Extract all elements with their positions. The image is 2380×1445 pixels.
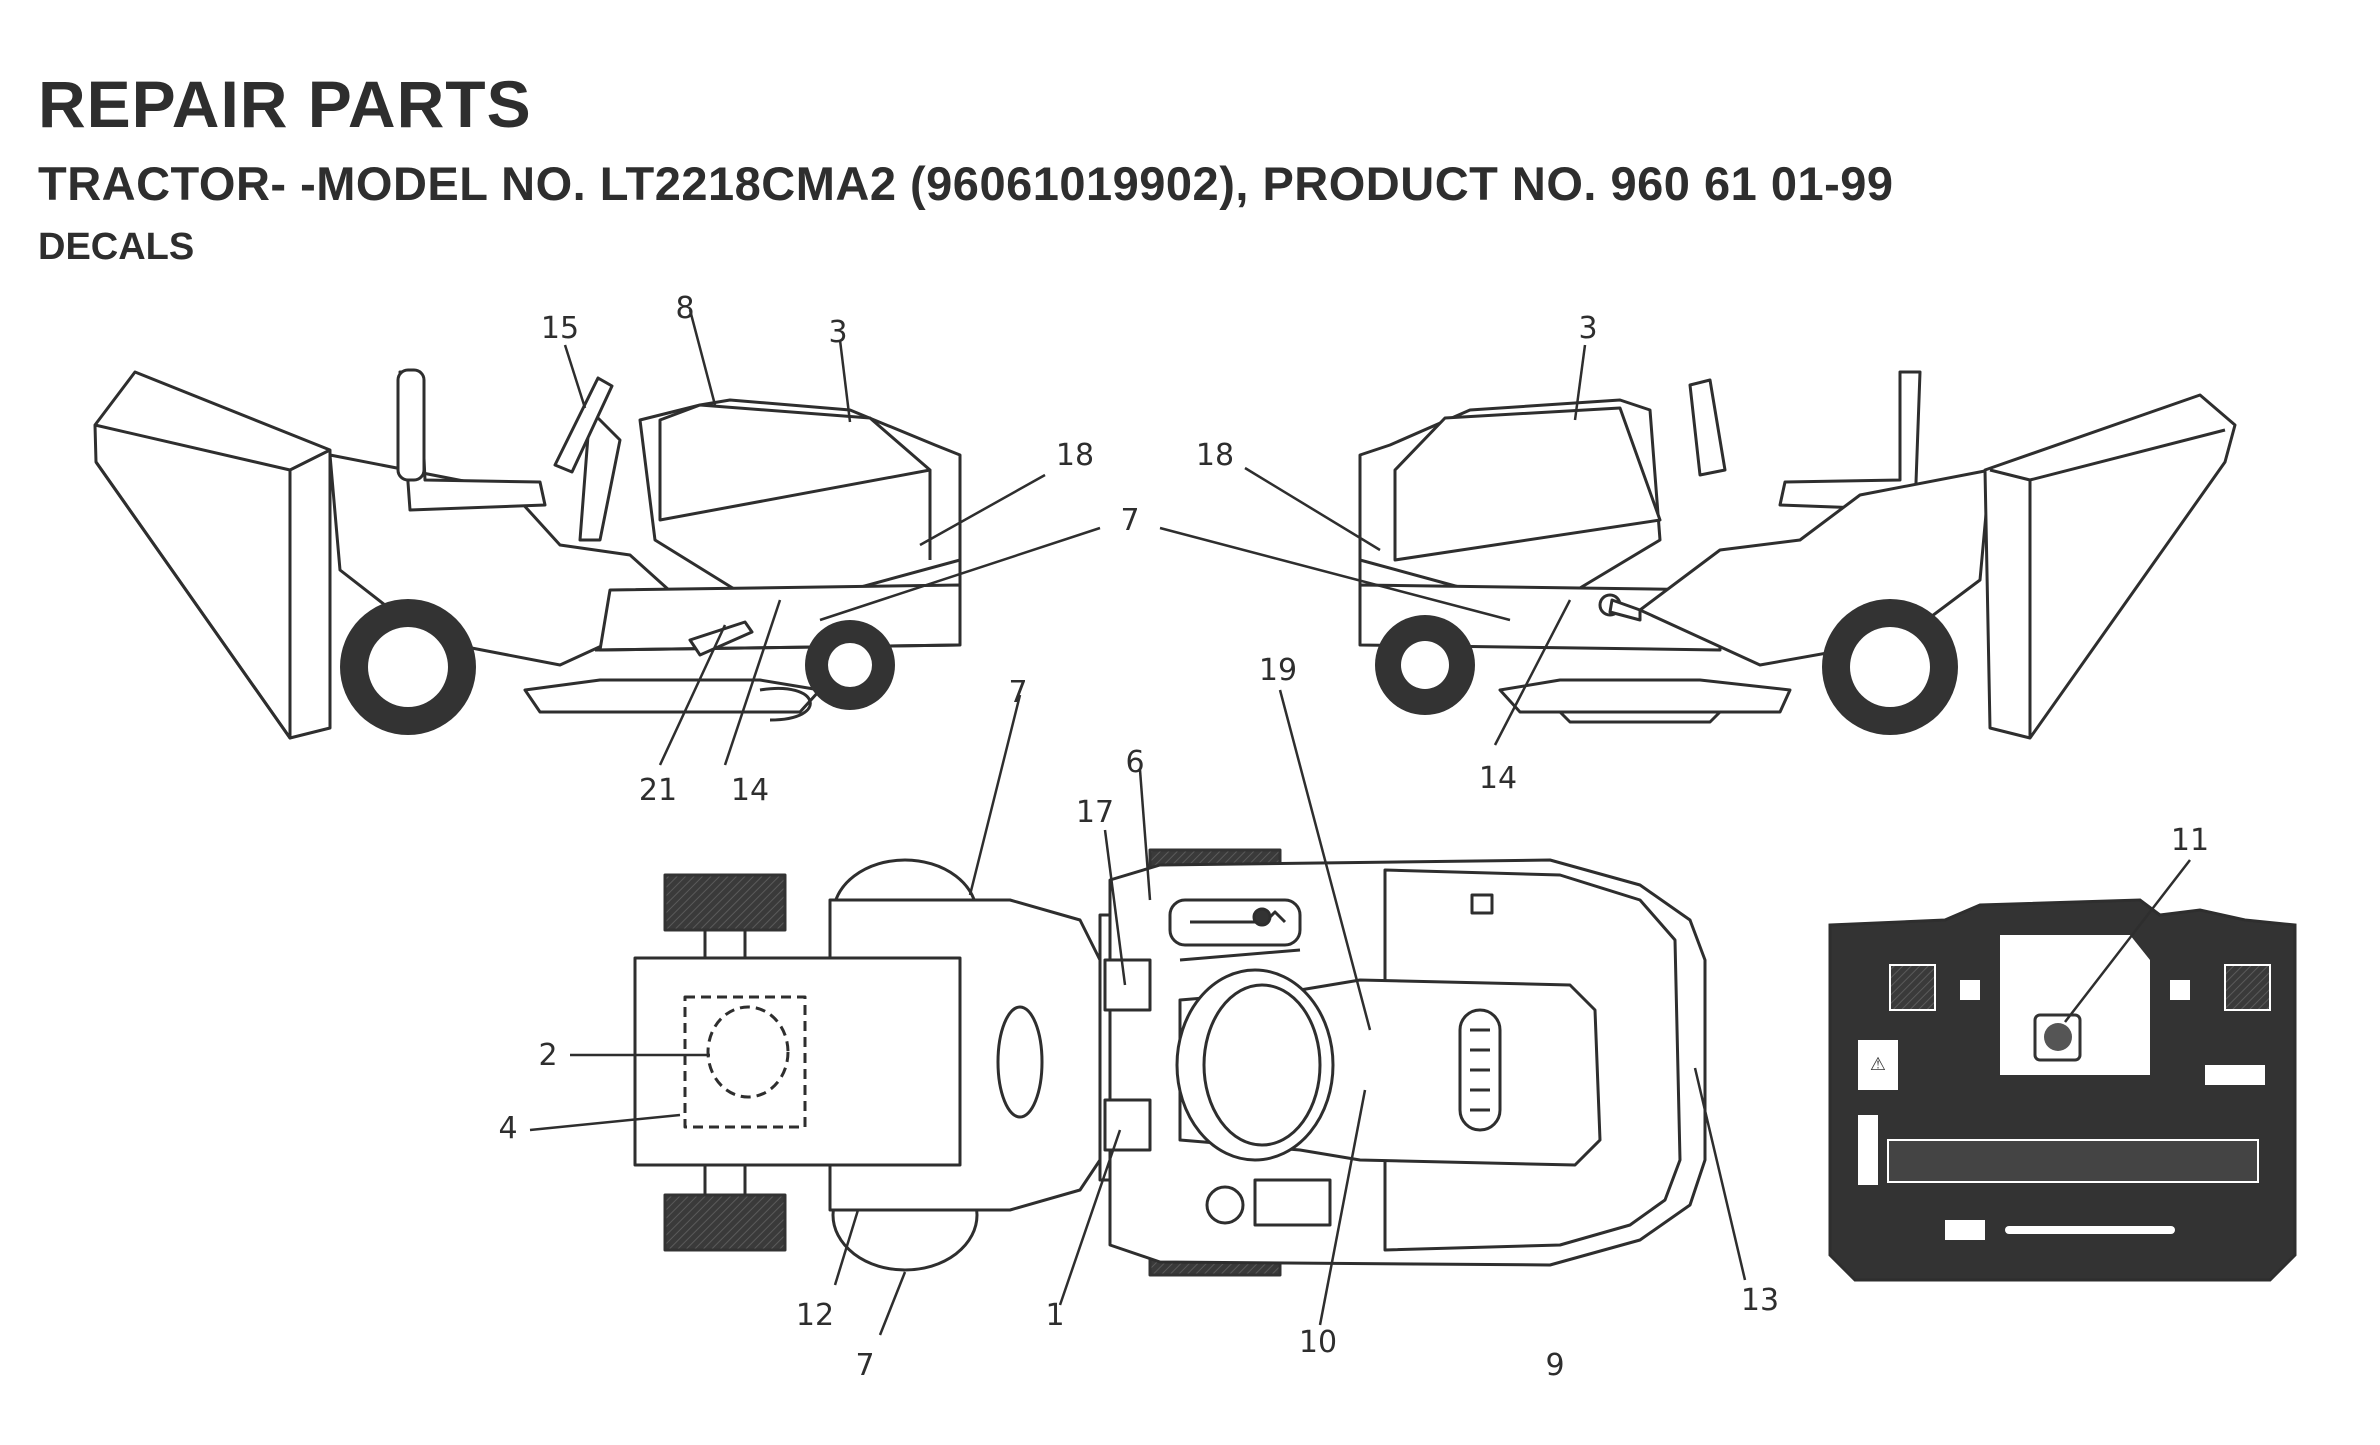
callout-7: 7 (855, 1348, 874, 1383)
callout-6: 6 (1125, 745, 1144, 780)
callout-14: 14 (1479, 761, 1517, 796)
callout-7: 7 (1120, 503, 1139, 538)
callout-17: 17 (1076, 795, 1114, 830)
callout-11: 11 (2171, 823, 2209, 858)
callout-21: 21 (639, 773, 677, 808)
left-view-callouts: 15 8 3 18 7 21 14 (541, 291, 1140, 808)
callout-10: 10 (1299, 1325, 1337, 1360)
callout-1: 1 (1045, 1298, 1064, 1333)
right-view-callouts: 3 18 14 (1196, 311, 1598, 796)
callout-18: 18 (1056, 438, 1094, 473)
callout-4: 4 (498, 1111, 517, 1146)
dash-panel-view: ⚠ (1828, 898, 2297, 1282)
callout-3: 3 (1578, 311, 1597, 346)
leader-lines (529, 309, 2191, 1336)
callout-18: 18 (1196, 438, 1234, 473)
right-view-tires (1375, 599, 1958, 735)
callout-19: 19 (1259, 653, 1297, 688)
tractor-left-side-view (93, 368, 962, 740)
model-subtitle: TRACTOR- -MODEL NO. LT2218CMA2 (96061019… (38, 157, 1894, 210)
tractor-top-view (633, 848, 1707, 1277)
callout-14: 14 (731, 773, 769, 808)
section-heading: DECALS (38, 226, 195, 268)
dash-view-callouts: 11 (2171, 823, 2209, 858)
callout-2: 2 (538, 1038, 557, 1073)
top-view-callouts: 7 17 6 19 2 4 12 7 1 10 9 13 (498, 653, 1779, 1383)
page-title: REPAIR PARTS (38, 67, 532, 141)
left-view-tires (340, 599, 895, 735)
callout-12: 12 (796, 1298, 834, 1333)
callout-13: 13 (1741, 1283, 1779, 1318)
callout-7: 7 (1008, 675, 1027, 710)
callout-8: 8 (675, 291, 694, 326)
callout-9: 9 (1545, 1348, 1564, 1383)
callout-15: 15 (541, 311, 579, 346)
callout-3: 3 (828, 315, 847, 350)
tractor-right-side-view (1358, 370, 2237, 740)
svg-text:⚠: ⚠ (1870, 1054, 1886, 1075)
